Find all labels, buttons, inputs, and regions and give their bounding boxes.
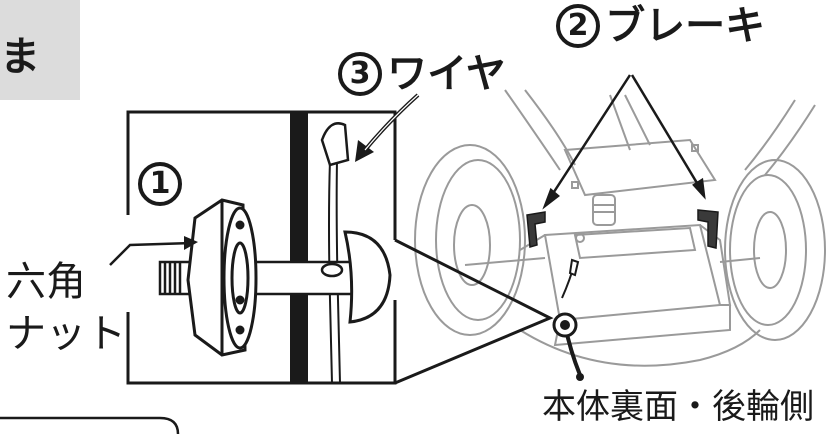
brake-arrows xyxy=(542,74,706,210)
detail-box xyxy=(126,110,397,385)
brake-number-badge: 2 xyxy=(556,4,600,48)
wire-text: ワイヤ xyxy=(387,51,506,97)
hex-nut-leader xyxy=(109,241,193,266)
cart-underside xyxy=(414,89,826,367)
hex-nut xyxy=(186,198,258,357)
bolt-head xyxy=(343,230,392,324)
brake-text: ブレーキ xyxy=(605,3,766,49)
part1-number-badge: 1 xyxy=(138,162,182,206)
wire-arrow xyxy=(363,93,420,152)
zoom-pointer xyxy=(394,238,554,385)
bottom-box xyxy=(0,416,180,434)
caption: 本体裏面・後輪側 xyxy=(542,387,814,427)
brake-label: 2 ブレーキ xyxy=(556,4,765,48)
hex-nut-label-line1: 六角 xyxy=(6,259,86,305)
corner-tab: ま xyxy=(0,0,80,100)
wire-number-badge: 3 xyxy=(338,52,382,96)
wire-end-cap xyxy=(320,122,350,167)
part1-label: 1 xyxy=(138,162,182,206)
hex-nut-label-line2: ナット xyxy=(6,311,126,357)
frame-plate xyxy=(290,112,308,383)
wire-label: 3 ワイヤ xyxy=(338,52,506,96)
brake-pads xyxy=(526,209,719,249)
bolt xyxy=(158,260,362,296)
corner-tab-text: ま xyxy=(0,34,40,80)
